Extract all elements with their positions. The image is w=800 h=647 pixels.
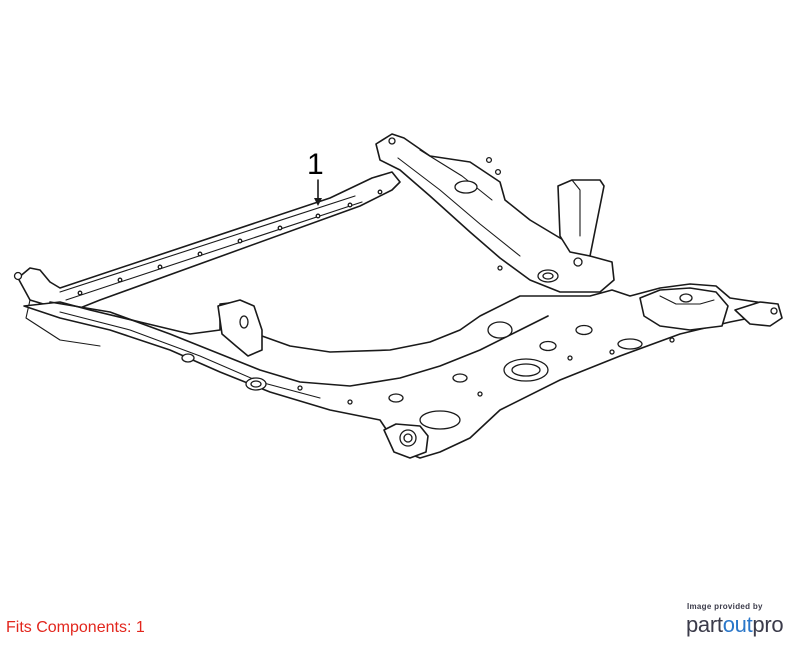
brand-wordmark-pro: pro [752,612,784,637]
brand-logo: Image provided by partoutpro [686,603,796,636]
brand-wordmark-out: out [722,612,753,637]
fits-components-label: Fits Components: 1 [6,619,145,636]
brand-wordmark-part: part [686,612,723,637]
callout-number-1[interactable]: 1 [307,148,324,181]
brand-caption: Image provided by [687,602,763,611]
brand-wordmark: partoutpro [686,614,796,636]
callout-arrow [314,179,322,206]
subframe-crossmember [13,133,783,459]
